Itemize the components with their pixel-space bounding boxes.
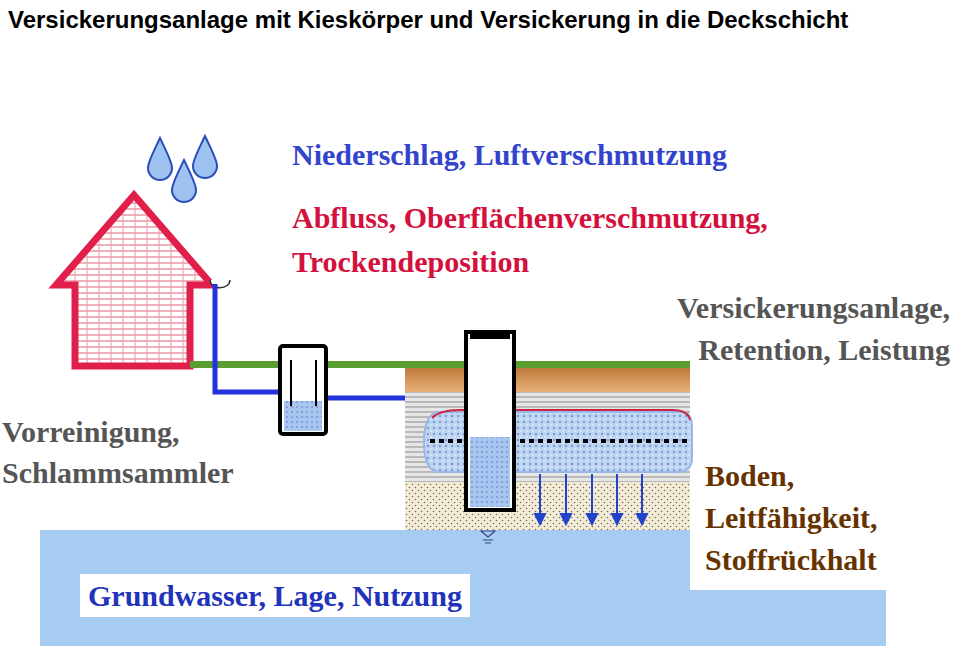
band-label: Grundwasser, Lage, Nutzung — [80, 574, 470, 617]
seepage-arrows — [535, 474, 647, 524]
downpipe — [215, 284, 281, 392]
house — [56, 195, 212, 366]
ground-line — [190, 361, 690, 368]
runoff-label: Abfluss, Oberflächenverschmutzung, Trock… — [292, 196, 892, 283]
sand-layer — [405, 482, 690, 530]
facility-label: Versickerungsanlage, Retention, Leistung — [677, 287, 950, 371]
topsoil — [405, 368, 690, 392]
diagram-title: Versickerungsanlage mit Kieskörper und V… — [8, 4, 953, 35]
pretreatment-label: Vorreinigung, Schlammsammler — [2, 412, 234, 493]
raindrops — [148, 136, 217, 202]
water-table-symbol — [481, 531, 495, 543]
infiltration-shaft — [466, 332, 514, 510]
soil-label: Boden, Leitfähigkeit, Stoffrückhalt — [705, 455, 877, 581]
precipitation-label: Niederschlag, Luftverschmutzung — [292, 134, 727, 176]
settling-tank — [280, 346, 326, 434]
